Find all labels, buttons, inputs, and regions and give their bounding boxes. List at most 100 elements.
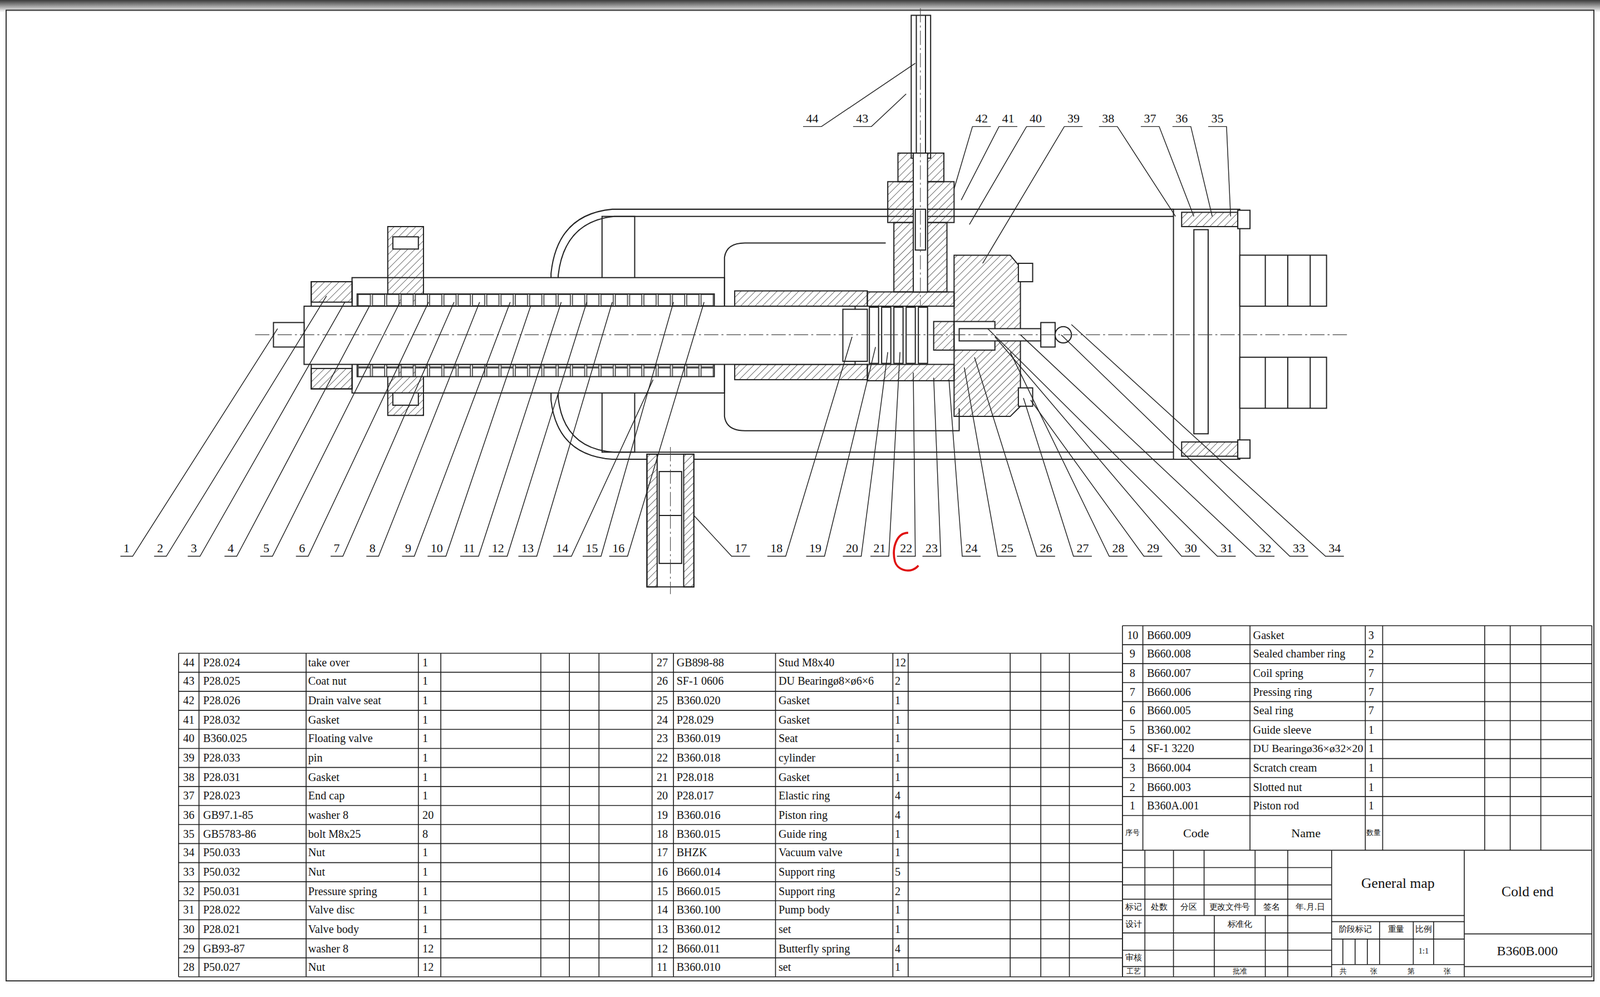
table-cell: 1 xyxy=(422,847,428,859)
callout-number: 29 xyxy=(1146,542,1160,555)
leader-line xyxy=(974,357,1056,557)
table-rule xyxy=(1142,625,1144,850)
table-cell: 1 xyxy=(422,732,428,745)
table-cell: 4 xyxy=(894,790,901,802)
table-rule xyxy=(540,652,542,977)
table-cell: set xyxy=(778,961,791,973)
table-rule xyxy=(178,804,1123,806)
table-cell: 1 xyxy=(422,771,428,783)
table-cell: 1 xyxy=(422,656,428,668)
callout-number: 22 xyxy=(899,542,913,555)
table-cell: 8 xyxy=(422,828,428,840)
table-rule xyxy=(178,957,1123,959)
callout-number: 21 xyxy=(873,542,886,555)
table-cell: 37 xyxy=(183,790,195,802)
table-cell: 1 xyxy=(894,751,901,763)
table-cell: 27 xyxy=(656,656,668,668)
table-cell: P28.017 xyxy=(676,790,715,802)
table-rule xyxy=(1287,915,1289,977)
table-rule xyxy=(178,976,1123,978)
table-cell: 17 xyxy=(656,847,668,859)
table-cell: 14 xyxy=(656,904,668,916)
table-cell: 20 xyxy=(656,790,668,802)
leader-line xyxy=(518,302,613,557)
hose-fitting xyxy=(1239,357,1327,409)
table-cell: GB97.1-85 xyxy=(203,809,254,821)
table-cell: Nut xyxy=(308,866,326,878)
table-cell: B660.007 xyxy=(1146,667,1191,679)
table-rule xyxy=(672,652,674,977)
table-cell: Nut xyxy=(308,961,326,973)
leader-line xyxy=(953,126,991,189)
table-cell: 40 xyxy=(183,732,195,745)
table-header: 序号 xyxy=(1125,829,1140,837)
table-rule xyxy=(178,747,1123,750)
pump-body-wall xyxy=(734,364,868,381)
table-cell: 2 xyxy=(894,676,901,688)
callout-number: 15 xyxy=(585,542,598,555)
seal-ring-stack xyxy=(357,364,715,377)
table-cell: pin xyxy=(308,751,323,763)
table-cell: 20 xyxy=(422,809,434,821)
callout-number: 11 xyxy=(463,542,475,555)
table-rule xyxy=(1144,849,1146,915)
table-rule xyxy=(1122,757,1592,760)
table-rule xyxy=(1069,652,1071,977)
table-cell: 30 xyxy=(183,923,195,935)
table-cell: SF-1 0606 xyxy=(676,676,725,688)
table-header: Name xyxy=(1291,826,1321,839)
callout-number: 10 xyxy=(430,542,443,555)
callout-number: 31 xyxy=(1220,542,1233,555)
piston-ring xyxy=(906,307,916,364)
title-block-text: 签名 xyxy=(1263,903,1280,912)
leader-line xyxy=(553,379,654,556)
table-cell: Gasket xyxy=(778,714,810,726)
table-rule xyxy=(1591,625,1593,850)
table-cell: 1 xyxy=(1368,781,1375,793)
table-cell: 38 xyxy=(183,771,195,783)
valve-body xyxy=(933,321,955,351)
callout-number: 39 xyxy=(1067,112,1080,125)
table-cell: Support ring xyxy=(778,866,835,878)
table-cell: 2 xyxy=(1129,781,1136,793)
title-block-text: 年.月.日 xyxy=(1295,903,1326,912)
table-cell: 24 xyxy=(656,714,668,726)
table-cell: Guide sleeve xyxy=(1253,724,1312,736)
leader-lines xyxy=(120,63,1344,557)
table-cell: 1 xyxy=(1368,743,1375,755)
table-cell: 31 xyxy=(183,904,195,916)
table-rule xyxy=(1331,914,1465,917)
table-rule xyxy=(1591,849,1593,977)
table-cell: 1 xyxy=(894,847,901,859)
fitting-ribs xyxy=(1265,254,1311,408)
piston-ring xyxy=(881,307,891,364)
table-cell: P28.029 xyxy=(676,714,715,726)
table-cell: 4 xyxy=(894,809,901,821)
table-cell: 1 xyxy=(894,695,901,707)
leader-line xyxy=(120,328,278,556)
table-rule xyxy=(1382,625,1384,850)
table-rule xyxy=(1464,933,1592,935)
table-cell: Gasket xyxy=(308,714,340,726)
piston-ring xyxy=(918,307,928,364)
leader-line xyxy=(964,367,1017,556)
table-cell: 4 xyxy=(1129,743,1136,755)
callout-number: 24 xyxy=(965,542,978,555)
table-cell: 1 xyxy=(422,751,428,763)
table-cell: 1 xyxy=(1368,800,1375,812)
table-rule xyxy=(1463,849,1465,977)
sheet-frame xyxy=(6,10,1594,981)
hose-fitting xyxy=(1239,254,1327,307)
table-rule xyxy=(178,652,1123,654)
table-cell: End cap xyxy=(308,790,346,802)
table-rule xyxy=(1264,915,1267,977)
table-rule xyxy=(178,728,1123,730)
table-cell: 1 xyxy=(894,714,901,726)
callout-number: 42 xyxy=(975,112,988,125)
leader-line xyxy=(1140,126,1194,216)
table-cell: P28.026 xyxy=(203,695,241,707)
table-cell: P28.031 xyxy=(203,771,241,783)
nut-section xyxy=(311,368,352,390)
table-cell: 7 xyxy=(1368,705,1375,717)
table-rule xyxy=(178,709,1123,711)
